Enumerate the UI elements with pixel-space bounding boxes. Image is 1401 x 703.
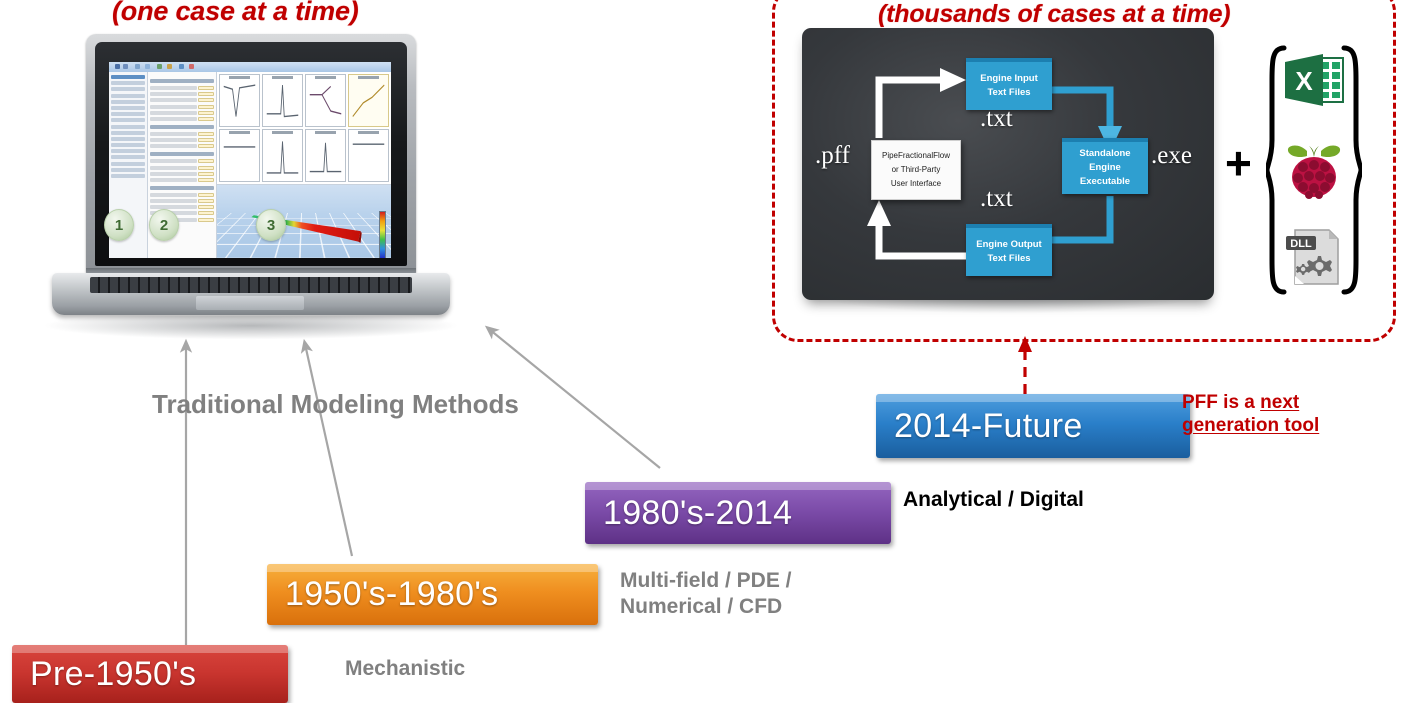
pff-note-plain: PFF is a [1182, 392, 1261, 413]
plot-thumbnail [262, 129, 303, 182]
ui-box-line-2: or Third-Party [891, 165, 941, 174]
pff-user-interface-box: PipeFractionalFlow or Third-Party User I… [871, 140, 961, 200]
timeline-sublabel-multifield: Multi-field / PDE / Numerical / CFD [620, 568, 900, 621]
excel-icon: X [1285, 54, 1344, 106]
plot-thumbnail [219, 74, 260, 127]
excel-letter-x: X [1295, 66, 1313, 96]
standalone-engine-box: Standalone Engine Executable [1062, 138, 1148, 194]
app-form-panel [148, 72, 217, 258]
ui-box-line-1: PipeFractionalFlow [881, 151, 951, 160]
engine-input-box: Engine Input Text Files [966, 58, 1052, 110]
timeline-label-pre-1950s: Pre-1950's [30, 654, 197, 693]
laptop-trackpad [196, 296, 304, 310]
timeline-label-2014-future: 2014-Future [894, 406, 1083, 445]
engine-output-line-2: Text Files [987, 253, 1031, 264]
pff-system-boundary [772, 0, 1396, 342]
ext-label-txt-top: .txt [980, 105, 1013, 132]
engine-line-2: Engine [1089, 161, 1121, 173]
timeline-box-1950s-1980s[interactable]: 1950's-1980's [267, 564, 598, 625]
integration-icons: X DLL [1281, 52, 1347, 288]
engine-output-box: Engine Output Text Files [966, 224, 1052, 276]
laptop-hinge [86, 268, 416, 275]
color-legend-bar [379, 211, 386, 258]
engine-input-line-2: Text Files [987, 87, 1031, 98]
callout-marker-2: 2 [149, 209, 179, 241]
timeline-label-1950s-1980s: 1950's-1980's [285, 575, 499, 613]
ext-label-pff: .pff [815, 142, 850, 169]
app-results-panel [217, 72, 391, 258]
engine-input-line-1: Engine Input [980, 72, 1038, 84]
dll-badge-label: DLL [1290, 238, 1312, 250]
dll-file-icon: DLL [1286, 229, 1339, 285]
multifield-line-1: Multi-field / PDE / [620, 569, 792, 592]
ext-label-txt-bottom: .txt [980, 185, 1013, 212]
engine-output-line-1: Engine Output [976, 238, 1042, 250]
plot-thumbnail [305, 129, 346, 182]
pff-note-underline-1: next [1260, 392, 1300, 413]
engine-line-1: Standalone [1079, 147, 1131, 159]
plot-thumbnail [219, 129, 260, 182]
ui-box-line-3: User Interface [890, 179, 942, 188]
timeline-sublabel-mechanistic: Mechanistic [345, 657, 466, 680]
callout-marker-3: 3 [256, 209, 286, 241]
3d-viewport [217, 185, 391, 258]
plot-thumbnail [262, 74, 303, 127]
laptop-illustration [36, 34, 466, 340]
plot-thumbnail [348, 74, 389, 127]
timeline-box-2014-future[interactable]: 2014-Future [876, 394, 1190, 458]
ext-label-exe: .exe [1151, 142, 1192, 169]
caption-one-case: (one case at a time) [112, 0, 359, 26]
timeline-box-1980s-2014[interactable]: 1980's-2014 [585, 482, 891, 544]
icon-group-brackets [1266, 45, 1362, 295]
timeline-title: Traditional Modeling Methods [152, 389, 519, 419]
plot-thumbnail [348, 129, 389, 182]
laptop-bezel [95, 42, 407, 266]
timeline-sublabel-analytical: Analytical / Digital [903, 488, 1084, 511]
plus-sign: + [1225, 137, 1252, 189]
multifield-line-2: Numerical / CFD [620, 595, 783, 619]
timeline-box-pre-1950s[interactable]: Pre-1950's [12, 645, 288, 703]
pff-note-underline-2: generation tool [1182, 415, 1320, 437]
raspberry-pi-icon [1287, 145, 1341, 199]
caption-thousands-cases: (thousands of cases at a time) [878, 0, 1231, 28]
laptop-keyboard [90, 277, 412, 293]
laptop-shadow [36, 316, 466, 340]
timeline-label-1980s-2014: 1980's-2014 [603, 493, 793, 532]
plot-thumbnail [305, 74, 346, 127]
callout-marker-1: 1 [104, 209, 134, 241]
laptop-lid [86, 34, 416, 274]
plot-grid [217, 72, 391, 185]
engine-line-3: Executable [1079, 176, 1131, 188]
